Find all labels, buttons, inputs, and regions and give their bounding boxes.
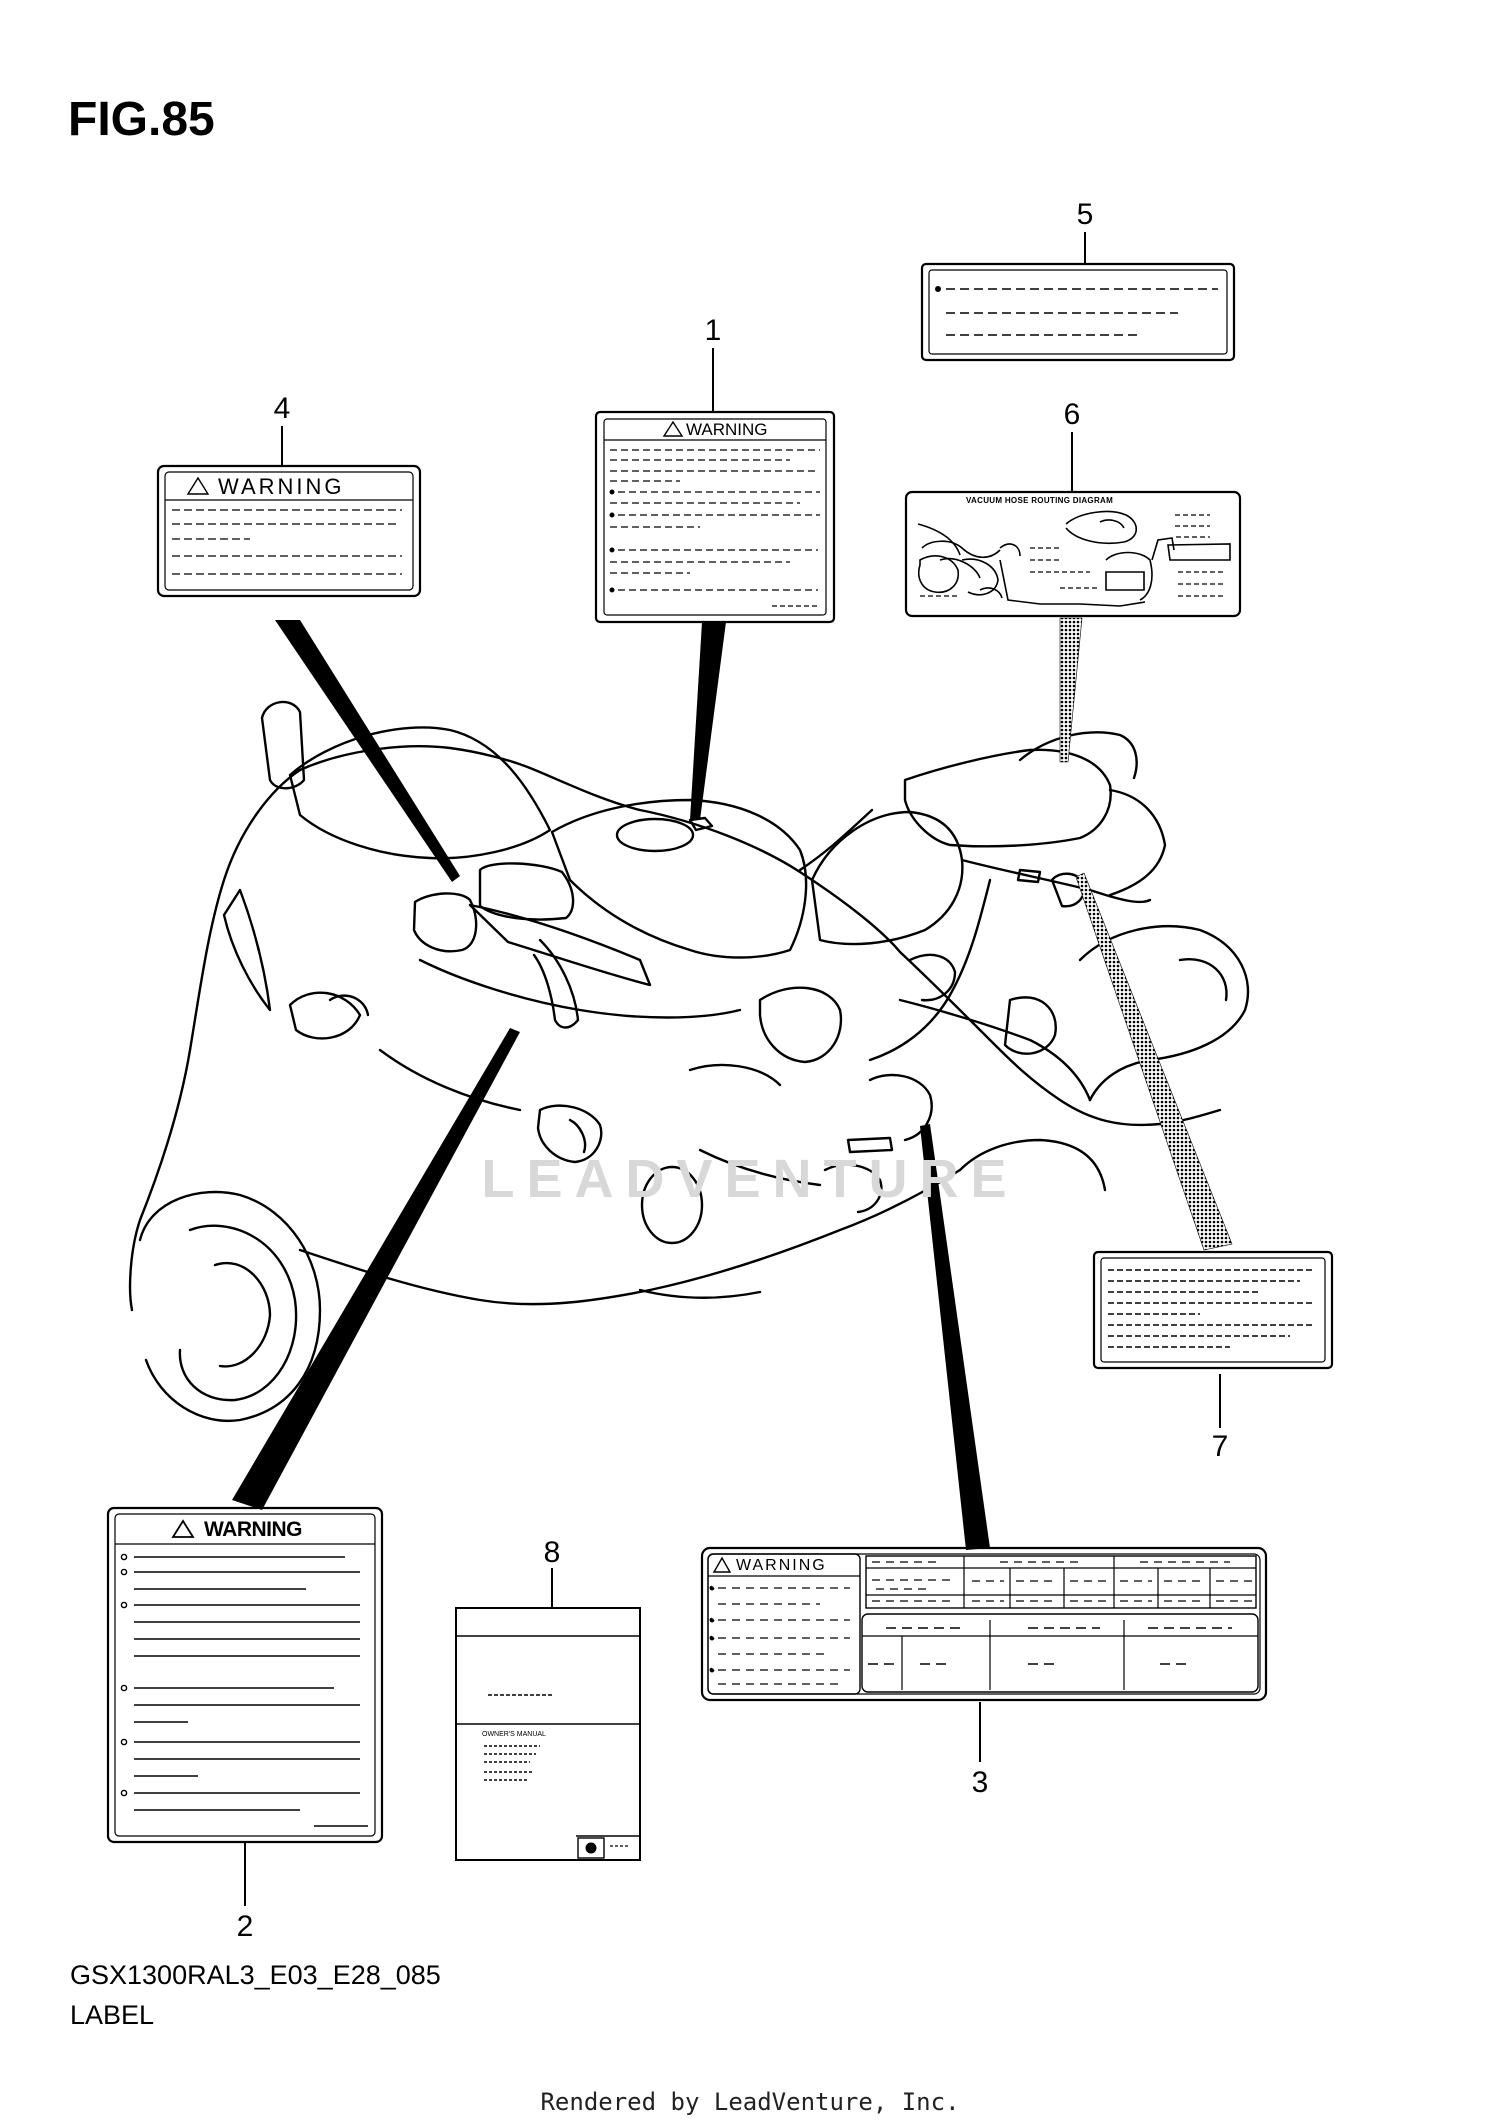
label-5 [920, 262, 1236, 362]
callout-1: 1 [704, 314, 722, 347]
label-4-warning-text: WARNING [218, 474, 345, 499]
label-3 [700, 1546, 1268, 1702]
callout-7: 7 [1211, 1430, 1229, 1463]
label-3-warning-text: WARNING [736, 1557, 827, 1574]
callout-8: 8 [543, 1536, 561, 1569]
label-8-manual-title: OWNER'S MANUAL [482, 1731, 546, 1738]
watermark: LEADVENTURE [481, 1149, 1019, 1209]
label-4 [156, 464, 422, 598]
motorcycle-outline [128, 700, 1250, 1423]
figure-title: FIG.85 [68, 93, 215, 146]
label-7 [1092, 1250, 1334, 1370]
callout-3: 3 [971, 1766, 989, 1799]
figure-name: LABEL [70, 2000, 155, 2030]
figure-code: GSX1300RAL3_E03_E28_085 [70, 1960, 441, 1990]
label-6 [904, 490, 1242, 618]
label-1-warning-text: WARNING [686, 420, 768, 439]
label-6-title: VACUUM HOSE ROUTING DIAGRAM [966, 496, 1114, 505]
callout-4: 4 [273, 392, 291, 425]
label-1 [594, 410, 836, 624]
render-credit: Rendered by LeadVenture, Inc. [540, 2088, 960, 2116]
label-2 [106, 1506, 384, 1844]
callout-5: 5 [1076, 198, 1094, 231]
label-2-warning-text: WARNING [204, 1518, 303, 1541]
callout-2: 2 [236, 1910, 254, 1943]
callout-lines [244, 232, 1221, 1906]
leader-pointers [232, 617, 1233, 1550]
callout-6: 6 [1063, 398, 1081, 431]
label-8 [455, 1607, 641, 1861]
